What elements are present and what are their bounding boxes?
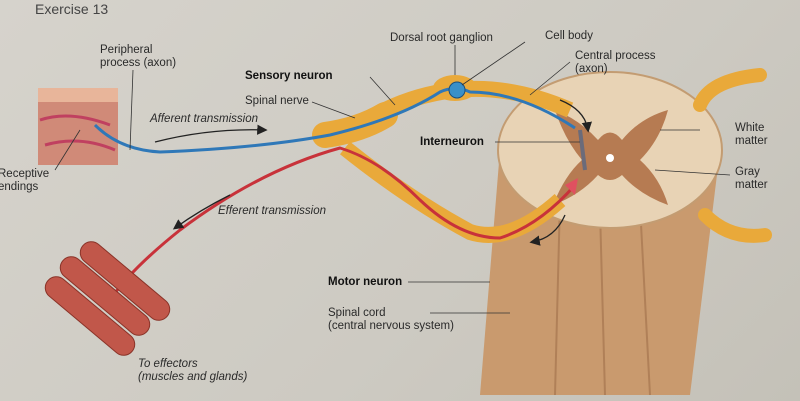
- afferent-arrow: [154, 124, 268, 143]
- label-central-process: Central process(axon): [575, 50, 656, 76]
- label-line: (muscles and glands): [138, 371, 248, 383]
- label-interneuron: Interneuron: [420, 136, 484, 148]
- label-motor-neuron: Motor neuron: [328, 276, 403, 288]
- leader-lines: [54, 41, 731, 314]
- sensory-axon: [93, 87, 576, 154]
- cell-body: [448, 81, 466, 99]
- label-line: Spinal cord: [328, 307, 386, 319]
- label-line: Receptive: [0, 168, 50, 180]
- label-line: endings: [0, 181, 39, 193]
- label-line: process (axon): [100, 57, 177, 69]
- label-spinal-nerve: Spinal nerve: [245, 95, 309, 107]
- motor-cell-body: [565, 178, 578, 195]
- label-sensory-neuron: Sensory neuron: [245, 70, 333, 82]
- label-afferent-transmission: Afferent transmission: [150, 113, 259, 125]
- motor-arrow: [529, 214, 566, 246]
- interneuron-arrow: [559, 99, 592, 133]
- label-line: White: [735, 122, 765, 134]
- label-line: To effectors: [138, 358, 198, 370]
- label-line: Peripheral: [100, 44, 153, 56]
- label-line: matter: [735, 135, 768, 147]
- label-effectors: To effectors(muscles and glands): [138, 358, 247, 384]
- motor-axon: [108, 146, 577, 301]
- label-line: Central process: [575, 50, 656, 62]
- dorsal-root-right: [693, 68, 767, 112]
- interneuron: [578, 129, 587, 171]
- label-line: (central nervous system): [328, 320, 454, 332]
- label-line: Gray: [735, 166, 760, 178]
- muscle-effectors: [44, 241, 171, 356]
- skin-receptor: [38, 88, 118, 165]
- label-line: (axon): [575, 63, 608, 75]
- exercise-header: Exercise 13: [35, 1, 109, 17]
- label-line: matter: [735, 179, 768, 191]
- central-canal: [606, 154, 614, 162]
- label-cell-body: Cell body: [545, 30, 593, 42]
- efferent-arrow: [172, 194, 231, 230]
- ventral-root-right: [698, 208, 772, 243]
- label-dorsal-root-ganglion: Dorsal root ganglion: [390, 32, 493, 44]
- label-spinal-cord: Spinal cord(central nervous system): [328, 307, 454, 333]
- label-efferent-transmission: Efferent transmission: [218, 205, 327, 217]
